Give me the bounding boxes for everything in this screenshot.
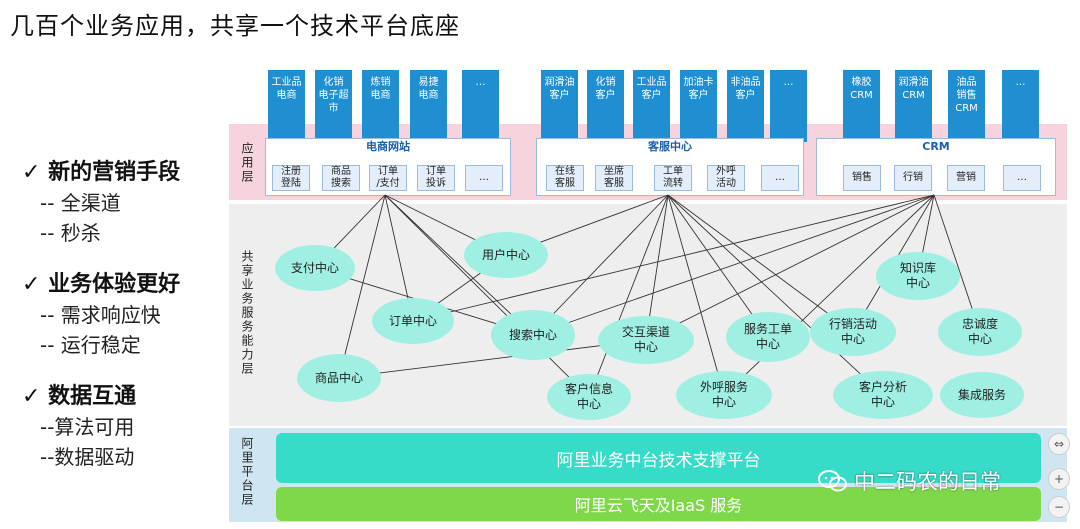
service-center: 外呼服务中心 xyxy=(676,371,772,419)
service-center: 支付中心 xyxy=(275,245,355,291)
bullet-sub: --算法可用 xyxy=(40,415,135,439)
app-function-box: 坐席客服 xyxy=(595,165,633,191)
app-function-box: 商品搜索 xyxy=(322,165,360,191)
app-group-box: 电商网站注册登陆商品搜索订单/支付订单投诉 … xyxy=(265,138,511,196)
app-tower: 工业品电商 xyxy=(268,70,305,142)
service-center: 搜索中心 xyxy=(491,310,575,360)
service-center: 用户中心 xyxy=(464,232,548,278)
app-group-box: CRM 销售行销营销 … xyxy=(816,138,1056,196)
watermark-text: 中二码农的日常 xyxy=(854,470,1001,494)
app-function-box: … xyxy=(465,165,503,191)
ali-layer-label: 阿里平台层 xyxy=(240,437,254,507)
bullet-sub: -- 全渠道 xyxy=(40,191,121,215)
service-center: 商品中心 xyxy=(297,354,381,402)
shared-layer-label: 共享业务服务能力层 xyxy=(240,250,254,376)
bullet-head: 新的营销手段 xyxy=(48,160,181,185)
check-icon: ✓ xyxy=(22,160,41,185)
bullet-sub: -- 需求响应快 xyxy=(40,303,161,327)
connection-line xyxy=(645,194,935,341)
service-center: 知识库中心 xyxy=(876,252,960,300)
page-title: 几百个业务应用，共享一个技术平台底座 xyxy=(10,12,460,40)
bullet-group: ✓ 业务体验更好 -- 需求响应快 -- 运行稳定 xyxy=(22,270,232,360)
app-function-box: 销售 xyxy=(843,165,881,191)
connection-line xyxy=(412,194,935,322)
connection-line xyxy=(532,194,669,336)
connection-line xyxy=(667,194,854,333)
app-function-box: … xyxy=(1003,165,1041,191)
app-group-title: CRM xyxy=(922,140,950,153)
service-center: 客户分析中心 xyxy=(833,371,933,419)
service-center: 服务工单中心 xyxy=(726,312,810,362)
bullet-group: ✓ 新的营销手段 -- 全渠道 -- 秒杀 xyxy=(22,158,232,248)
app-function-box: 行销 xyxy=(894,165,932,191)
connection-line xyxy=(384,194,534,336)
app-function-box: 订单/支付 xyxy=(369,165,407,191)
app-tower: 炼销电商 xyxy=(362,70,399,142)
connection-line xyxy=(532,194,935,336)
app-group-title: 客服中心 xyxy=(648,140,692,153)
check-icon: ✓ xyxy=(22,384,41,409)
app-tower: … xyxy=(770,70,807,142)
connection-line xyxy=(667,194,725,396)
service-center: 忠诚度中心 xyxy=(938,308,1022,356)
watermark: 中二码农的日常 xyxy=(818,466,1001,496)
app-function-box: 订单投诉 xyxy=(417,165,455,191)
benefit-list: ✓ 新的营销手段 -- 全渠道 -- 秒杀 ✓ 业务体验更好 -- 需求响应快 … xyxy=(22,158,232,494)
app-group-title: 电商网站 xyxy=(366,140,410,153)
connection-line xyxy=(588,194,669,398)
bullet-sub: -- 秒杀 xyxy=(40,221,101,245)
connection-line xyxy=(667,194,884,396)
zoom-in-button[interactable]: + xyxy=(1048,468,1070,490)
zoom-out-button[interactable]: − xyxy=(1048,496,1070,518)
app-tower: 化销客户 xyxy=(587,70,624,142)
service-center: 集成服务 xyxy=(940,372,1024,418)
app-function-box: 注册登陆 xyxy=(272,165,310,191)
bullet-group: ✓ 数据互通 --算法可用 --数据驱动 xyxy=(22,382,232,472)
fit-button[interactable]: ⇔ xyxy=(1048,433,1070,455)
connection-line xyxy=(338,339,647,379)
app-tower: 润滑油客户 xyxy=(541,70,578,142)
app-function-box: … xyxy=(761,165,799,191)
app-function-box: 外呼活动 xyxy=(707,165,745,191)
wechat-icon xyxy=(818,470,847,492)
bullet-sub: --数据驱动 xyxy=(40,445,135,469)
app-tower: 非油品客户 xyxy=(727,70,764,142)
app-layer-label: 应用层 xyxy=(240,142,254,184)
app-tower: … xyxy=(1002,70,1039,142)
service-center: 行销活动中心 xyxy=(810,308,896,356)
middle-platform-bar: 阿里业务中台技术支撑平台 xyxy=(276,433,1041,483)
app-tower: 化销电子超市 xyxy=(315,70,352,142)
check-icon: ✓ xyxy=(22,272,41,297)
bullet-head: 数据互通 xyxy=(48,384,137,409)
bullet-sub: -- 运行稳定 xyxy=(40,333,141,357)
connection-line xyxy=(384,194,590,398)
connection-line xyxy=(723,194,935,396)
app-tower: … xyxy=(462,70,499,142)
app-function-box: 在线客服 xyxy=(546,165,584,191)
app-function-box: 工单流转 xyxy=(654,165,692,191)
bullet-head: 业务体验更好 xyxy=(48,272,181,297)
service-center: 订单中心 xyxy=(372,298,454,344)
connection-line xyxy=(338,194,386,379)
app-function-box: 营销 xyxy=(947,165,985,191)
app-tower: 加油卡客户 xyxy=(680,70,717,142)
connection-line xyxy=(645,194,669,341)
app-tower: 工业品客户 xyxy=(633,70,670,142)
app-group-box: 客服中心在线客服坐席客服工单流转外呼活动 … xyxy=(536,138,804,196)
service-center: 交互渠道中心 xyxy=(598,316,694,364)
app-tower: 易捷电商 xyxy=(410,70,447,142)
cloud-iaas-bar: 阿里云飞天及IaaS 服务 xyxy=(276,487,1041,521)
service-center: 客户信息中心 xyxy=(547,374,631,420)
